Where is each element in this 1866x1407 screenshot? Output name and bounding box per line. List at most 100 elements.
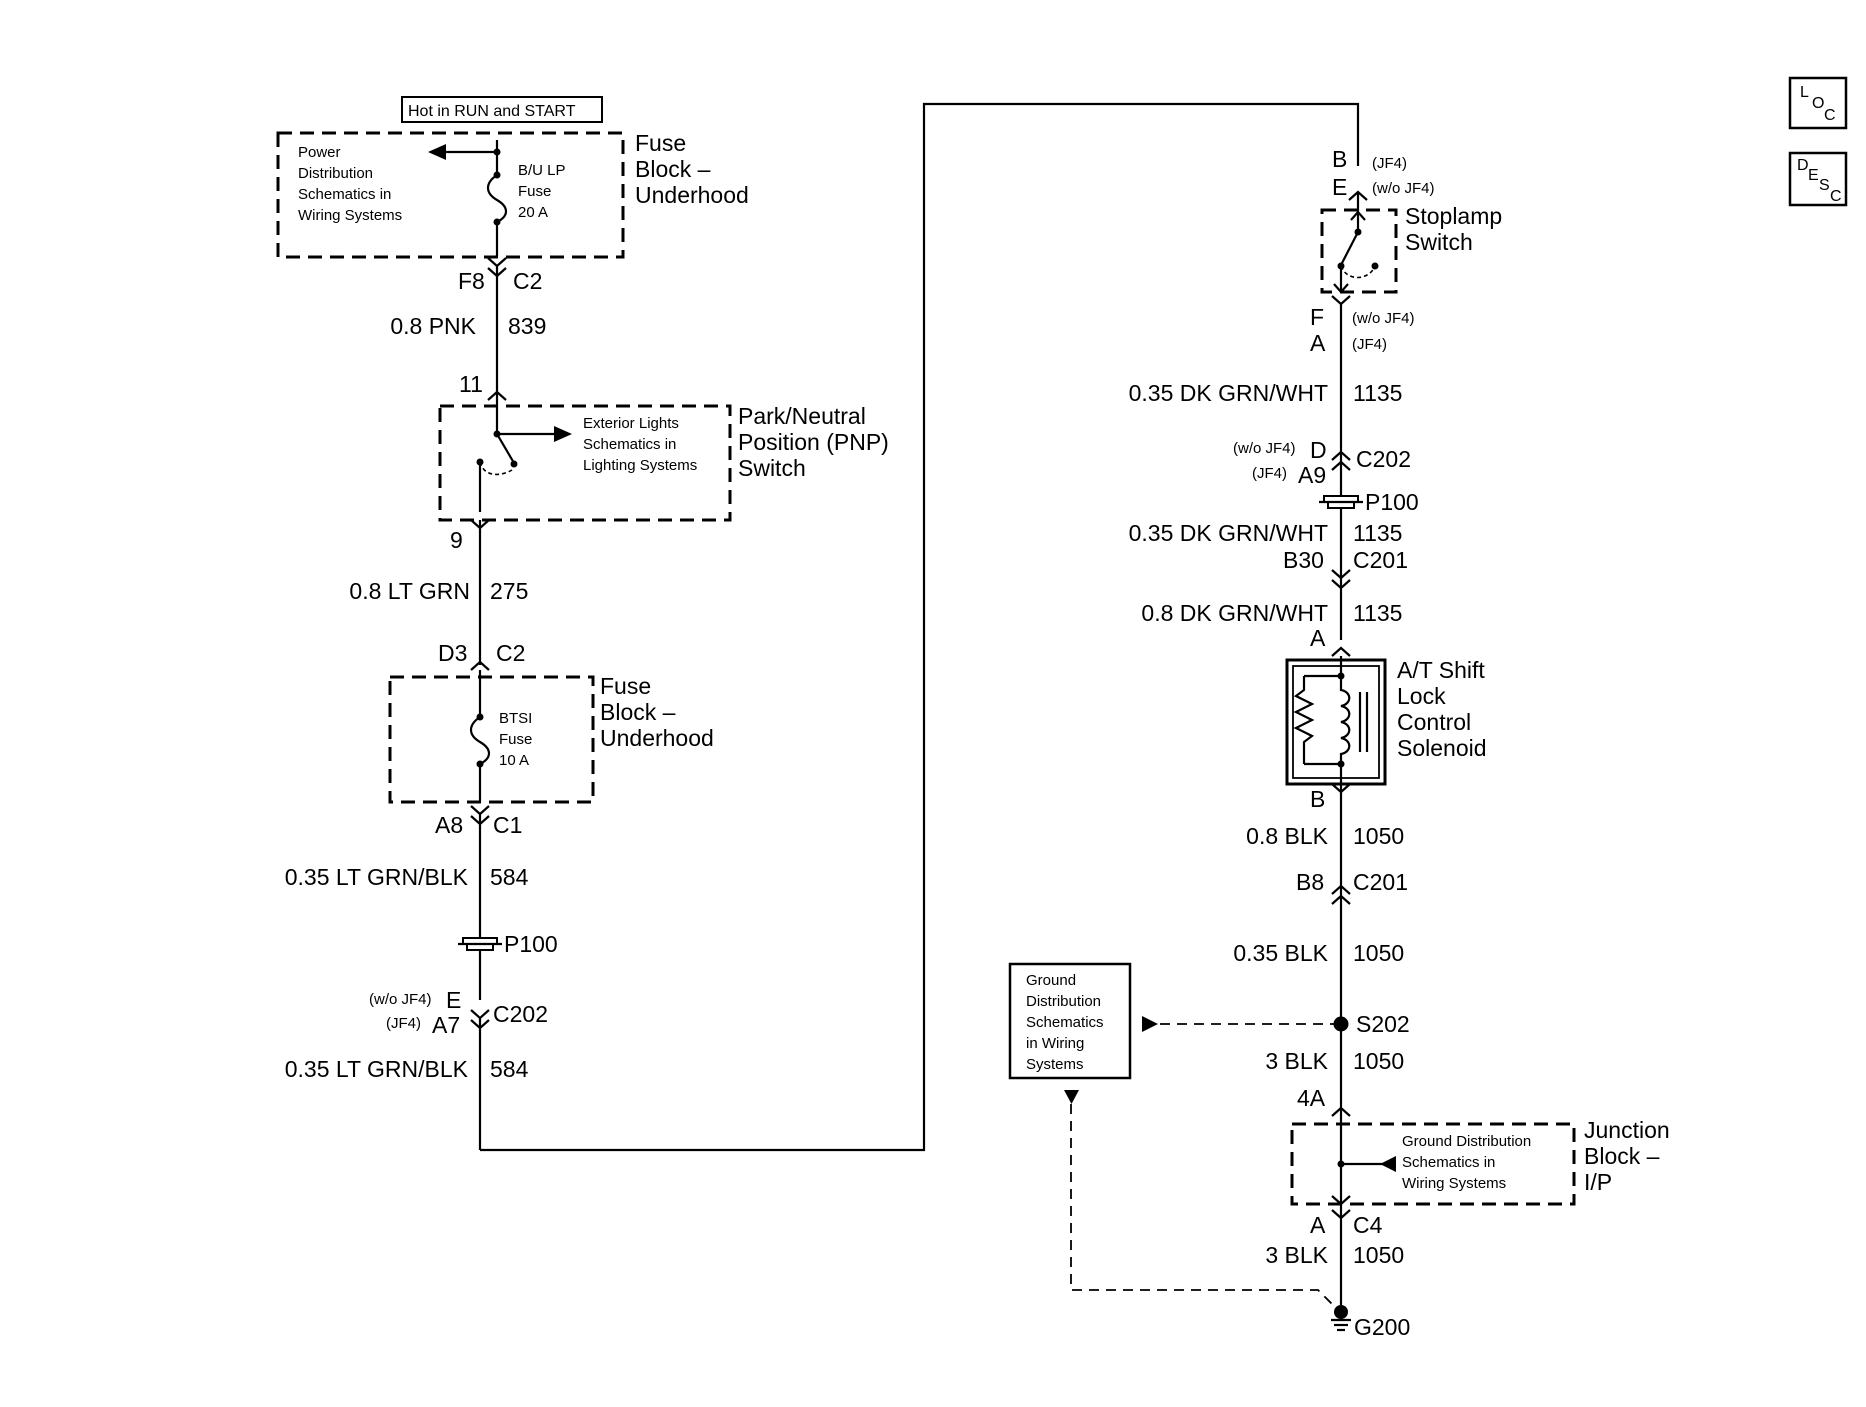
bu-lp-fuse-line-2: Fuse bbox=[518, 183, 551, 200]
c202-left-conn: C202 bbox=[493, 1001, 548, 1027]
conn-c1: C1 bbox=[493, 812, 522, 838]
stoplamp-out-opt-wo-jf4: (w/o JF4) bbox=[1352, 310, 1415, 327]
wire-gauge-pnk: 0.8 PNK bbox=[390, 313, 476, 339]
pnp-title-3: Switch bbox=[738, 455, 806, 481]
conn-c4: C4 bbox=[1353, 1212, 1383, 1238]
s202-ref-arrow-icon bbox=[1142, 1016, 1158, 1032]
wire-gauge-lt-grn-blk-a: 0.35 LT GRN/BLK bbox=[285, 864, 469, 890]
fuse-block-underhood-1: Power Distribution Schematics in Wiring … bbox=[276, 130, 749, 259]
p100-left: P100 bbox=[458, 931, 558, 957]
pin-d3-label: D3 bbox=[438, 640, 467, 666]
power-ref-line-1: Power bbox=[298, 144, 341, 161]
power-ref-line-4: Wiring Systems bbox=[298, 207, 402, 224]
bu-lp-fuse-line-3: 20 A bbox=[518, 204, 548, 221]
connector-c202-left: (w/o JF4) E (JF4) A7 C202 bbox=[369, 987, 548, 1038]
wire-circuit-1135-a: 1135 bbox=[1353, 380, 1402, 406]
connector-d3-c2: C2 D3 C2 bbox=[438, 640, 525, 671]
g200-ref-arrow-icon bbox=[1064, 1090, 1079, 1104]
loc-o: O bbox=[1812, 95, 1824, 112]
stoplamp-opt-wo-jf4: (w/o JF4) bbox=[1372, 180, 1435, 197]
loc-button[interactable]: L O C bbox=[1788, 76, 1848, 130]
coil-icon bbox=[1339, 676, 1351, 764]
connector-c202-right: (w/o JF4) D (JF4) A9 C202 bbox=[1233, 437, 1411, 488]
loc-l: L bbox=[1800, 84, 1809, 101]
wire-gauge-dk-grn-wht-b: 0.35 DK GRN/WHT bbox=[1129, 520, 1328, 546]
stoplamp-title-1: Stoplamp bbox=[1405, 203, 1502, 229]
wire-gauge-lt-grn: 0.8 LT GRN bbox=[349, 578, 470, 604]
pin-f8: F8 bbox=[458, 268, 485, 294]
pin-a-c4: A bbox=[1310, 1212, 1326, 1238]
ground-distribution-ref: Ground Distribution Schematics in Wiring… bbox=[1008, 962, 1132, 1080]
p100-right: P100 bbox=[1319, 489, 1419, 515]
wire-0-35-blk: 0.35 BLK 1050 bbox=[1233, 940, 1404, 966]
wire-gauge-0-35-blk: 0.35 BLK bbox=[1233, 940, 1328, 966]
fuse-block2-title-3: Underhood bbox=[600, 725, 714, 751]
wire-circuit-275: 275 bbox=[490, 578, 528, 604]
conn-c201-b: C201 bbox=[1353, 869, 1408, 895]
c202-left-opt1: (w/o JF4) bbox=[369, 991, 432, 1008]
connector-a8-c1: A8 C1 bbox=[435, 805, 522, 838]
c202-right-opt2: (JF4) bbox=[1252, 465, 1287, 482]
btsi-fuse-line-1: BTSI bbox=[499, 710, 532, 727]
desc-c: C bbox=[1830, 188, 1842, 205]
pnp-ref-line-2: Schematics in bbox=[583, 436, 676, 453]
c202-right-pin1: D bbox=[1310, 437, 1327, 463]
pnp-title-2: Position (PNP) bbox=[738, 429, 889, 455]
stoplamp-title-2: Switch bbox=[1405, 229, 1473, 255]
c202-left-pin1: E bbox=[446, 987, 461, 1013]
stoplamp-switch: Stoplamp Switch bbox=[1320, 192, 1502, 294]
solenoid-title-2: Lock bbox=[1397, 683, 1446, 709]
wire-0-35-lt-grn-blk-b: 0.35 LT GRN/BLK 584 bbox=[285, 1056, 529, 1082]
fuse-block-title-1: Fuse bbox=[635, 130, 686, 156]
loc-c: C bbox=[1824, 107, 1836, 124]
desc-button[interactable]: D E S C bbox=[1788, 151, 1848, 207]
junction-title-3: I/P bbox=[1584, 1169, 1612, 1195]
wire-0-8-dk-grn-wht: 0.8 DK GRN/WHT 1135 bbox=[1141, 600, 1402, 626]
wire-0-35-dk-grn-wht-a: 0.35 DK GRN/WHT 1135 bbox=[1129, 380, 1403, 406]
solenoid-title-4: Solenoid bbox=[1397, 735, 1487, 761]
desc-s: S bbox=[1819, 177, 1830, 194]
junction-ref-line-3: Wiring Systems bbox=[1402, 1175, 1506, 1192]
c202-right-opt1: (w/o JF4) bbox=[1233, 440, 1296, 457]
p100-left-label: P100 bbox=[504, 931, 558, 957]
wire-gauge-3-blk-b: 3 BLK bbox=[1265, 1242, 1328, 1268]
wire-gauge-dk-grn-wht-c: 0.8 DK GRN/WHT bbox=[1141, 600, 1328, 626]
stoplamp-pin-f: F bbox=[1310, 304, 1324, 330]
wire-circuit-1135-b: 1135 bbox=[1353, 520, 1402, 546]
power-ref-line-2: Distribution bbox=[298, 165, 373, 182]
btsi-fuse-line-2: Fuse bbox=[499, 731, 532, 748]
junction-pin-4a: 4A bbox=[1297, 1085, 1326, 1111]
stoplamp-input-pins: B (JF4) E (w/o JF4) bbox=[1332, 146, 1435, 201]
connector-a-c4: A C4 bbox=[1310, 1195, 1383, 1238]
fuse-block2-title-1: Fuse bbox=[600, 673, 651, 699]
junction-ref-line-2: Schematics in bbox=[1402, 1154, 1495, 1171]
fuse-block2-title-2: Block – bbox=[600, 699, 676, 725]
ground-ref-line-4: in Wiring bbox=[1026, 1035, 1084, 1052]
ground-ref-line-5: Systems bbox=[1026, 1056, 1084, 1073]
wire-circuit-1050-c: 1050 bbox=[1353, 1048, 1404, 1074]
solenoid-pin-b: B bbox=[1310, 786, 1325, 812]
wire-0-8-lt-grn: 0.8 LT GRN 275 bbox=[349, 578, 528, 604]
wire-circuit-1135-c: 1135 bbox=[1353, 600, 1402, 626]
conn-c201-a: C201 bbox=[1353, 547, 1408, 573]
hot-label: Hot in RUN and START bbox=[401, 96, 603, 123]
wire-circuit-584-b: 584 bbox=[490, 1056, 529, 1082]
ground-g200: G200 bbox=[1331, 1305, 1410, 1340]
fuse-block-underhood-2: BTSI Fuse 10 A Fuse Block – Underhood bbox=[388, 670, 714, 804]
junction-title-1: Junction bbox=[1584, 1117, 1670, 1143]
junction-ref-line-1: Ground Distribution bbox=[1402, 1133, 1531, 1150]
at-shift-lock-solenoid: A A/T Shift Lock Control Solenoid B bbox=[1285, 625, 1487, 812]
stoplamp-pin-a: A bbox=[1310, 330, 1326, 356]
wire-0-35-lt-grn-blk-a: 0.35 LT GRN/BLK 584 bbox=[285, 864, 529, 890]
fuse-block-title-2: Block – bbox=[635, 156, 711, 182]
cross-wire bbox=[480, 102, 1360, 1152]
wire-gauge-0-8-blk: 0.8 BLK bbox=[1246, 823, 1328, 849]
junction-block-ip: Ground Distribution Schematics in Wiring… bbox=[1290, 1117, 1670, 1206]
power-ref-line-3: Schematics in bbox=[298, 186, 391, 203]
wire-circuit-839: 839 bbox=[508, 313, 546, 339]
ground-ref-line-2: Distribution bbox=[1026, 993, 1101, 1010]
pnp-pin-11: 11 bbox=[459, 371, 483, 397]
connector-c201-b: B8 C201 bbox=[1296, 869, 1408, 905]
desc-e: E bbox=[1808, 167, 1819, 184]
